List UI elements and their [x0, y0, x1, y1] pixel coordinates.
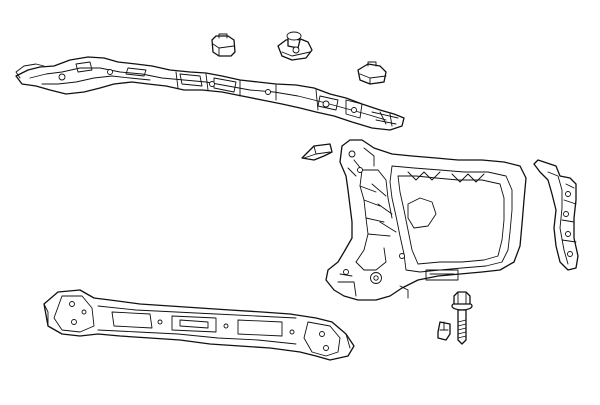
- side-reinforcement-bracket: [533, 159, 579, 271]
- lower-radiator-support-crossmember: [43, 289, 355, 361]
- rubber-mount-center: [277, 31, 313, 61]
- retaining-clip: [437, 321, 451, 341]
- small-bracket: [301, 143, 333, 161]
- flange-bolt: [451, 291, 473, 345]
- upper-radiator-support-crossmember: [15, 56, 405, 131]
- headlamp-mounting-panel: [325, 139, 527, 301]
- rubber-mount-right: [357, 61, 387, 85]
- rubber-mount-left: [211, 33, 236, 57]
